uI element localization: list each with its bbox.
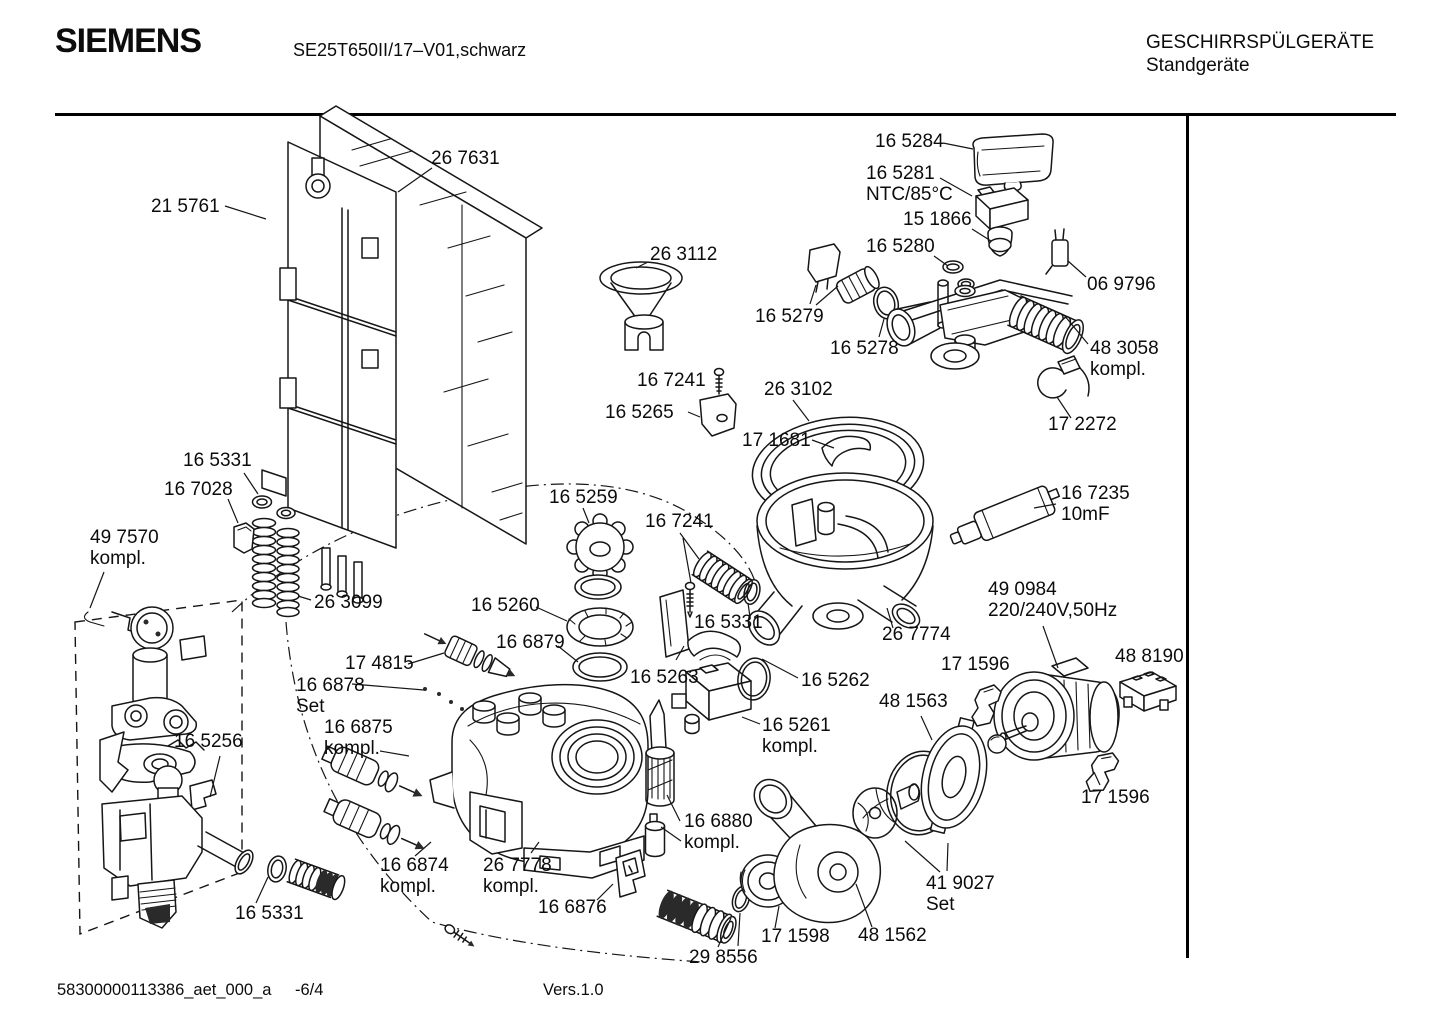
- part-label: 16 5265: [605, 402, 674, 423]
- part-label: 16 5259: [549, 487, 618, 508]
- water-pocket-26-7778: [429, 683, 649, 879]
- part-label: 26 7631: [431, 148, 500, 169]
- gasket-and-ring-nut: [566, 574, 634, 682]
- footer-document-id: 58300000113386_aet_000_a: [57, 981, 272, 999]
- part-label: 16 5280: [866, 236, 935, 257]
- part-label: 16 7241: [637, 370, 706, 391]
- part-label: 16 5284: [875, 131, 944, 152]
- part-label: 06 9796: [1087, 274, 1156, 295]
- part-label: 16 6876: [538, 897, 607, 918]
- part-label: 29 8556: [689, 947, 758, 968]
- header-category: GESCHIRRSPÜLGERÄTE Standgeräte: [1146, 31, 1374, 77]
- part-label: 26 3112: [650, 244, 718, 265]
- door-panels: [261, 105, 543, 604]
- header-rule: [55, 113, 1396, 116]
- valve-16-6875: [321, 745, 423, 797]
- ribbed-hose-16-7241: [691, 550, 753, 605]
- clip-17-1681: [821, 435, 872, 467]
- part-label: 48 1563: [879, 691, 948, 712]
- part-label: 16 5331: [183, 450, 252, 471]
- part-label: 16 5331: [694, 612, 763, 633]
- hose-fitting-left: [267, 855, 346, 901]
- valve-16-6874: [323, 798, 425, 850]
- assembly-chain-lines: [231, 483, 758, 963]
- connector-29-8556: [656, 885, 751, 944]
- screw-16-7241-b: [684, 581, 696, 618]
- part-label: 17 1596: [1081, 787, 1150, 808]
- part-label: 26 3099: [314, 592, 383, 613]
- part-label: 26 7774: [882, 624, 951, 645]
- salt-cap-16-5259: [566, 513, 634, 581]
- part-label: 16 5278: [830, 338, 899, 359]
- clip-17-1596-b: [1085, 752, 1120, 792]
- screw-small: [444, 924, 475, 947]
- part-label: 21 5761: [151, 196, 220, 217]
- bracket-16-6876: [615, 849, 646, 898]
- motor-49-0984: [987, 657, 1120, 761]
- part-label: 16 7028: [164, 479, 233, 500]
- bracket-16-5265: [699, 393, 737, 437]
- door-springs: [233, 495, 300, 618]
- part-label: 48 8190: [1115, 646, 1184, 667]
- part-label: 17 2272: [1048, 414, 1117, 435]
- part-label: 16 5256: [174, 731, 243, 752]
- switch-48-8190: [1119, 671, 1177, 712]
- kit-box-49-7570: [74, 599, 254, 936]
- part-label: 26 3102: [764, 379, 833, 400]
- part-label: 17 1598: [761, 926, 830, 947]
- part-label: 16 5263: [630, 667, 699, 688]
- screw-16-7241: [713, 367, 725, 395]
- pump-cover-48-1563: [920, 717, 988, 835]
- footer-page-number: -6/4: [295, 981, 324, 999]
- injector-17-4815: [423, 633, 516, 678]
- part-label: 16 5331: [235, 903, 304, 924]
- subcategory-line: Standgeräte: [1146, 55, 1250, 76]
- brand-logo: SIEMENS: [55, 22, 202, 60]
- impeller-41-9027: [852, 783, 921, 839]
- part-label: 16 5279: [755, 306, 824, 327]
- part-label: 16 6879: [496, 632, 565, 653]
- dispenser-insert-16-6880: [644, 699, 675, 858]
- footer-version: Vers.1.0: [543, 981, 604, 999]
- capacitor-16-7235: [949, 485, 1061, 545]
- bracket-16-5263: [659, 589, 741, 661]
- part-label: 48 1562: [858, 925, 927, 946]
- clip-17-1596-a: [971, 684, 1002, 727]
- o-ring-16-5331-c: [743, 579, 761, 605]
- sump-26-7774: [747, 472, 934, 646]
- part-label: 16 5260: [471, 595, 540, 616]
- leader-lines: [89, 142, 1101, 948]
- part-label: 16 5262: [801, 670, 870, 691]
- part-label: 16 7241: [645, 511, 714, 532]
- funnel-26-3112: [599, 261, 683, 351]
- solenoid-16-5261: [671, 662, 752, 735]
- part-label: 17 4815: [345, 653, 414, 674]
- part-label: 17 1681: [742, 430, 811, 451]
- model-title: SE25T650II/17–V01,schwarz: [293, 40, 527, 60]
- thermostat-group: [807, 133, 1084, 370]
- right-border-rule: [1186, 113, 1189, 958]
- part-label: 17 1596: [941, 654, 1010, 675]
- hose-clamp-17-2272: [1037, 355, 1090, 399]
- o-ring-16-5262: [737, 657, 771, 701]
- part-label: 15 1866: [903, 209, 972, 230]
- category-line: GESCHIRRSPÜLGERÄTE: [1146, 32, 1375, 53]
- pump-volute-48-1562: [753, 778, 881, 924]
